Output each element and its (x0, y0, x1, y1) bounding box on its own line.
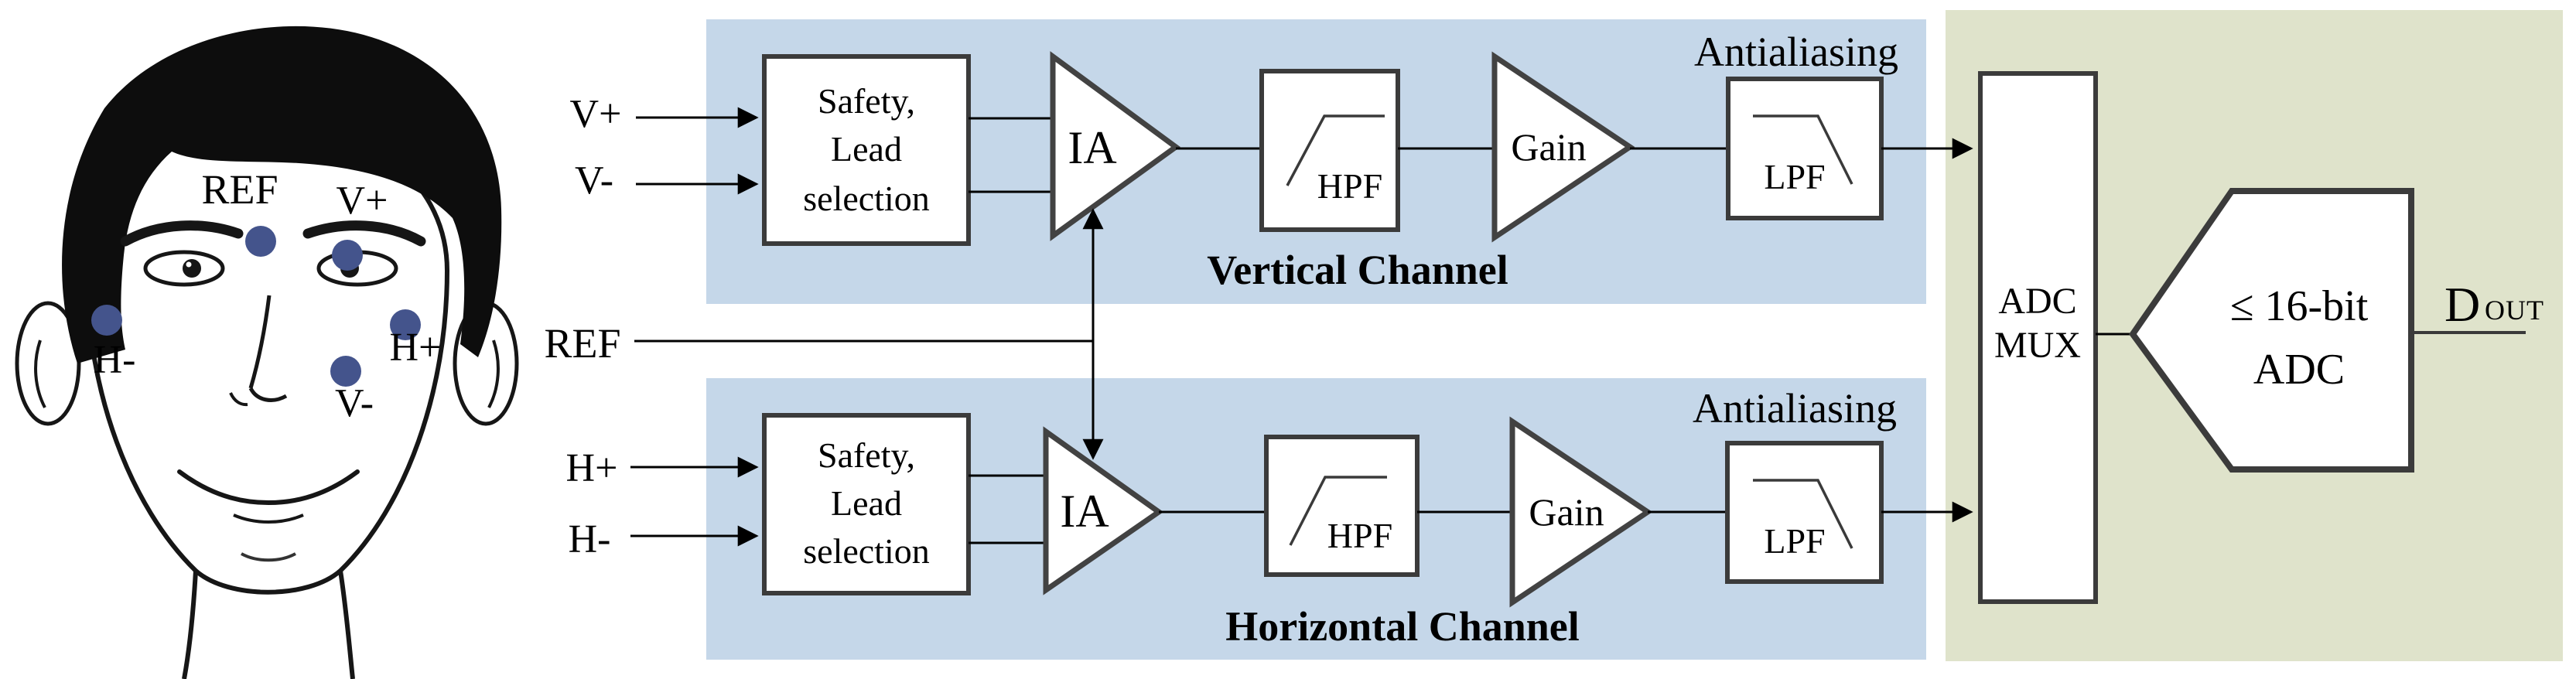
lpf-label-horizontal: LPF (1764, 521, 1825, 561)
left-eye-glint (186, 261, 192, 268)
left-pupil (183, 259, 201, 278)
safety-text-line1-vertical: Safety, (818, 81, 915, 121)
safety-text-line3-horizontal: selection (803, 531, 930, 571)
antialiasing-label-horizontal: Antialiasing (1693, 385, 1897, 432)
nose-bridge (248, 295, 272, 389)
electrode-label-h-minus: H- (94, 338, 136, 382)
lpf-box-vertical (1726, 77, 1884, 220)
safety-text-line2-vertical: Lead (831, 129, 902, 169)
horizontal-channel-label: Horizontal Channel (1225, 603, 1580, 650)
safety-text-line2-horizontal: Lead (831, 483, 902, 523)
dout-label: D (2444, 277, 2480, 332)
neck-left (182, 570, 198, 679)
adc-resolution-label: ≤ 16-bit (2230, 282, 2369, 330)
electrode-dot-v-minus (330, 356, 361, 387)
lpf-label-vertical: LPF (1764, 157, 1825, 196)
adc-converter-pentagon (2129, 188, 2414, 473)
ia-label-vertical: IA (1068, 122, 1116, 173)
input-label-h-minus: H- (569, 517, 611, 561)
nostril-line (229, 392, 248, 407)
gain-label-vertical: Gain (1511, 125, 1586, 169)
hair (62, 26, 502, 363)
mouth (177, 469, 360, 506)
electrode-label-h-plus: H+ (390, 326, 442, 370)
adc-mux-label-line1: ADC (1998, 281, 2076, 322)
hpf-label-horizontal: HPF (1327, 516, 1392, 555)
adc-section: ADC MUX ≤ 16-bit ADC D OUT (1978, 71, 2544, 604)
electrode-dot-v-plus (332, 240, 363, 271)
ia-amplifier-triangle-horizontal (1043, 426, 1164, 595)
vertical-channel: V+ V- Safety, Lead selection IA HPF Gain… (570, 29, 1973, 293)
input-label-h-plus: H+ (566, 446, 618, 490)
left-eyebrow (120, 220, 244, 247)
lower-lip (233, 514, 304, 524)
neck-right (338, 570, 355, 679)
safety-text-line3-vertical: selection (803, 179, 930, 218)
left-ear-inner-line (34, 340, 46, 408)
input-label-v-plus: V+ (570, 92, 622, 136)
dout-subscript-label: OUT (2485, 295, 2544, 326)
electrode-dot-h-plus (390, 309, 421, 340)
hpf-box-horizontal (1264, 435, 1420, 577)
highpass-response-icon-horizontal (1289, 476, 1387, 546)
safety-lead-selection-box-horizontal (762, 413, 971, 595)
vertical-channel-label: Vertical Channel (1207, 247, 1508, 293)
right-eyebrow (302, 220, 426, 247)
horizontal-channel: H+ H- Safety, Lead selection IA HPF Gain… (566, 385, 1973, 650)
safety-text-line1-horizontal: Safety, (818, 435, 915, 475)
adc-mux-box (1978, 71, 2098, 604)
adc-converter-label: ADC (2253, 346, 2345, 394)
ref-connection: REF (544, 208, 1104, 460)
right-ear-inner-line (487, 340, 500, 408)
lowpass-response-icon-horizontal (1753, 479, 1853, 549)
ref-input-label: REF (544, 320, 620, 367)
hpf-box-vertical (1259, 69, 1400, 232)
safety-lead-selection-box-vertical (762, 54, 971, 246)
electrode-label-v-minus: V- (335, 381, 374, 425)
face-illustration (15, 26, 519, 679)
ia-label-horizontal: IA (1060, 486, 1109, 537)
chin-crease (241, 552, 296, 562)
electrodes: REF V+ H- H+ V- (91, 166, 441, 425)
lpf-box-horizontal (1725, 441, 1884, 584)
gain-label-horizontal: Gain (1529, 490, 1604, 534)
lowpass-response-icon-vertical (1753, 114, 1853, 185)
electrode-label-ref: REF (201, 166, 278, 213)
electrode-label-v-plus: V+ (337, 179, 388, 223)
electrode-dot-ref (245, 226, 276, 257)
electrode-dot-h-minus (91, 305, 122, 336)
left-eye (143, 250, 225, 287)
highpass-response-icon-vertical (1286, 114, 1385, 186)
nose-tip (248, 387, 288, 402)
antialiasing-label-vertical: Antialiasing (1694, 29, 1898, 75)
gain-triangle-horizontal (1509, 416, 1653, 608)
input-label-v-minus: V- (575, 159, 613, 203)
gain-triangle-vertical (1491, 51, 1635, 243)
hpf-label-vertical: HPF (1317, 166, 1382, 206)
ia-amplifier-triangle-vertical (1050, 51, 1180, 241)
left-ear (15, 301, 81, 426)
adc-mux-label-line2: MUX (1994, 325, 2081, 366)
